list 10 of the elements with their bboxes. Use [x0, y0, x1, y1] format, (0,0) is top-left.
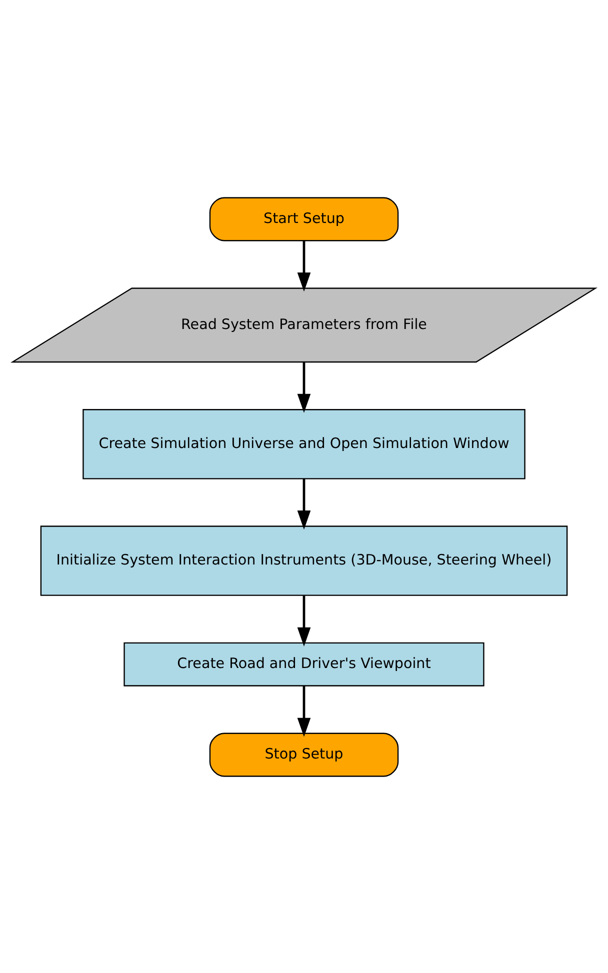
node-box: Initialize System Interaction Instruments (3D-Mouse, Steering Wheel) [40, 525, 568, 596]
node-box: Start Setup [209, 196, 399, 241]
arrow [297, 362, 311, 412]
arrow [297, 240, 311, 292]
node-box: Create Simulation Universe and Open Simulation Window [82, 408, 526, 479]
arrow [297, 595, 311, 646]
node-box: Create Road and Driver's Viewpoint [124, 642, 484, 686]
arrow [297, 478, 311, 530]
node-box: Stop Setup [209, 732, 399, 776]
arrow [297, 685, 311, 736]
